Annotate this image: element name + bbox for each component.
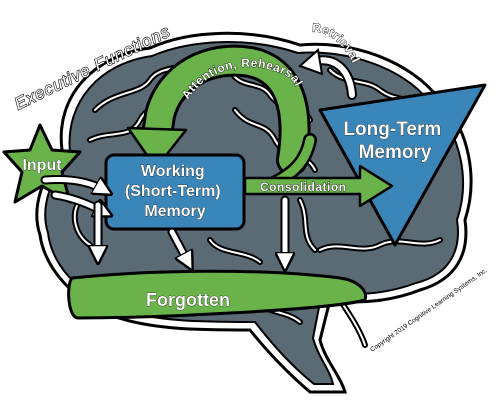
retrieval-arrow — [298, 48, 357, 100]
input-label: Input — [22, 157, 62, 174]
forgotten-label: Forgotten — [146, 290, 230, 310]
consolidation-arrow — [243, 164, 394, 208]
long-term-memory-label: Long-Term Memory — [343, 119, 446, 163]
forgotten-node — [67, 269, 368, 320]
working-memory-label: Working (Short-Term) Memory — [125, 163, 225, 220]
forgotten-arrows — [98, 195, 285, 262]
consolidation-label: Consolidation — [260, 180, 347, 194]
attention-arrowhead — [126, 126, 188, 170]
